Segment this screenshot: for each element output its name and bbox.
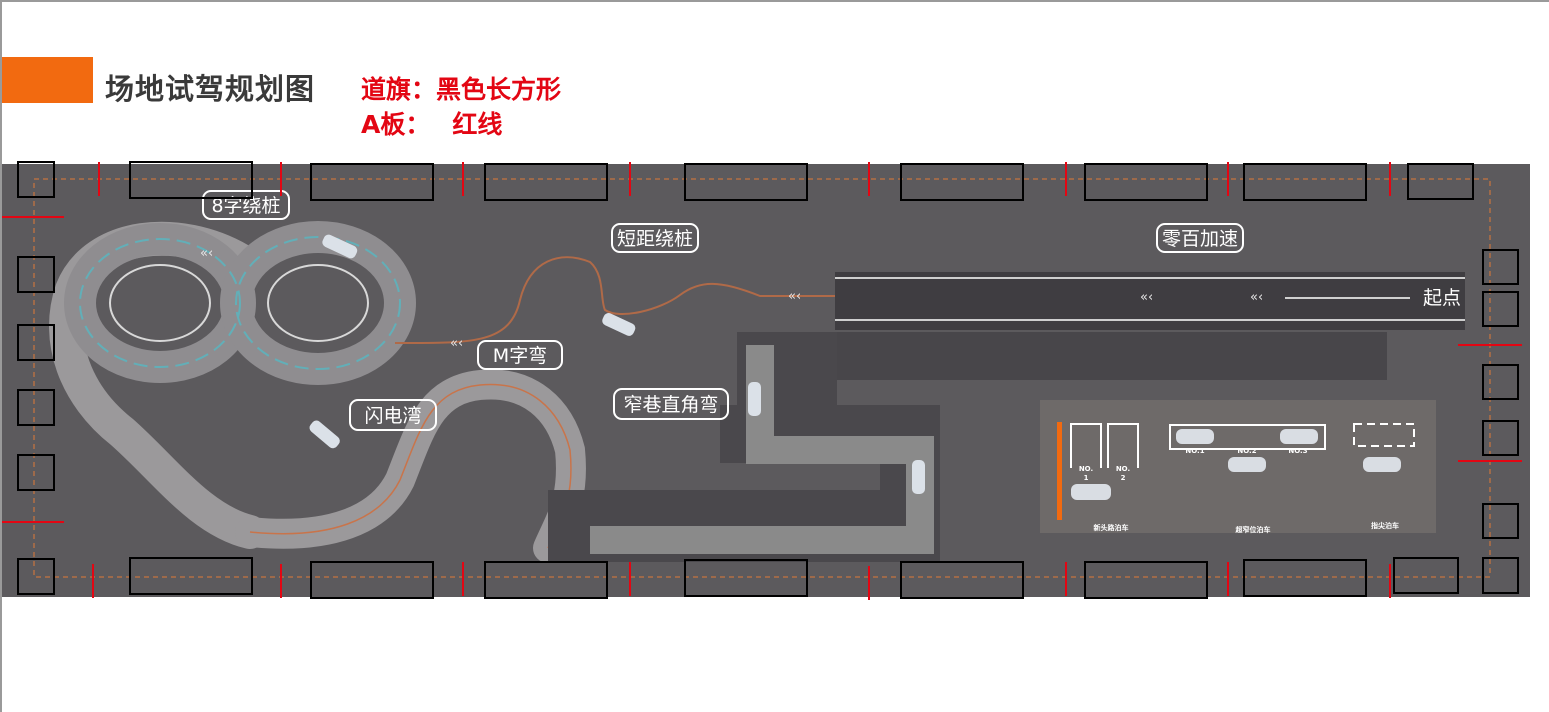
board-note-label: A板： <box>361 110 431 139</box>
figure8-loop-left-guide <box>79 238 241 368</box>
road-flag-marker <box>1482 291 1519 327</box>
road-flag-marker <box>684 163 808 201</box>
car-icon <box>322 234 358 259</box>
car-icon <box>1228 457 1266 472</box>
car-icon <box>1071 484 1111 500</box>
road-flag-marker <box>1393 557 1459 594</box>
road-flag-marker <box>684 559 808 597</box>
zone-label-lightning: 闪电湾 <box>364 405 421 427</box>
figure8-pylon-right <box>267 264 369 342</box>
road-flag-marker <box>129 161 253 199</box>
road-flag-marker <box>1243 559 1367 597</box>
alley-lane <box>590 345 934 554</box>
car-icon <box>1363 457 1401 472</box>
flag-note-value: 黑色长方形 <box>436 75 562 104</box>
zone-tag-frame <box>477 340 563 370</box>
road-flag-marker <box>1482 557 1519 594</box>
car-icon <box>1176 429 1214 444</box>
parking-spot-no2-label-a: NO. <box>1116 465 1130 473</box>
road-flag-marker <box>900 561 1024 599</box>
road-flag-marker <box>129 557 253 595</box>
parking-head-in-label: 新头路泊车 <box>1094 523 1129 532</box>
board-note-value: 红线 <box>452 110 503 139</box>
direction-arrow-icon: «‹ <box>450 336 463 351</box>
road-flag-marker <box>17 558 55 595</box>
parking-spot-no2-label-b: 2 <box>1121 474 1126 482</box>
parking-spot-no2 <box>1107 423 1139 468</box>
parking-bay-no1-label: NO.1 <box>1185 447 1204 455</box>
flag-note: 道旗：黑色长方形 <box>361 70 561 106</box>
parking-stopline <box>1057 422 1062 520</box>
zone-label-narrow-alley: 窄巷直角弯 <box>623 394 718 416</box>
m-curve-path <box>394 256 835 345</box>
road-flag-marker <box>17 454 55 491</box>
zone-tag-frame <box>1156 223 1244 253</box>
road-flag-marker <box>484 163 608 201</box>
zone-tag-frame <box>613 388 729 420</box>
figure8-pylon-left <box>109 264 211 342</box>
car-icon <box>748 382 761 416</box>
zone-label-short-slalom: 短距绕桩 <box>617 228 693 250</box>
road-flag-marker <box>1482 503 1519 539</box>
road-flag-marker <box>900 163 1024 201</box>
page-left-border <box>0 0 2 712</box>
zone-tag-frame <box>349 399 437 431</box>
road-flag-marker <box>17 161 55 198</box>
figure8-course <box>49 221 416 549</box>
direction-arrow-icon: «‹ <box>200 246 213 261</box>
road-flag-marker <box>310 561 434 599</box>
parking-spot-no1-label-b: 1 <box>1084 474 1089 482</box>
road-flag-marker <box>17 389 55 426</box>
road-flag-marker <box>17 256 55 293</box>
super-narrow-bay-frame <box>1169 424 1326 450</box>
road-flag-marker <box>1482 249 1519 285</box>
road-flag-marker <box>1482 364 1519 400</box>
road-flag-marker <box>1407 163 1474 200</box>
car-icon <box>309 420 340 449</box>
car-icon <box>912 460 925 494</box>
road-flag-marker <box>484 561 608 599</box>
page-title: 场地试驾规划图 <box>105 72 316 106</box>
fingertip-bay-frame <box>1353 423 1415 447</box>
road-flag-marker <box>1084 163 1208 201</box>
car-icon <box>602 313 636 336</box>
direction-arrow-icon: «‹ <box>1140 290 1153 305</box>
zone-label-start: 起点 <box>1423 287 1461 309</box>
zone-label-m-curve: M字弯 <box>493 345 547 367</box>
zone-label-zero-hundred: 零百加速 <box>1162 228 1238 250</box>
lightning-curve-guide <box>249 383 572 549</box>
road-flag-marker <box>310 163 434 201</box>
flag-note-label: 道旗： <box>361 75 437 104</box>
direction-arrow-icon: «‹ <box>788 289 801 304</box>
direction-arrow-icon: «‹ <box>1250 290 1263 305</box>
parking-bay-no3-label: NO.3 <box>1288 447 1307 455</box>
parking-fingertip-label: 指尖泊车 <box>1371 521 1399 530</box>
parking-area <box>1040 400 1436 533</box>
road-flag-marker <box>1482 420 1519 456</box>
parking-super-narrow-label: 超窄位泊车 <box>1236 525 1271 534</box>
alley-strip-top <box>737 332 1387 380</box>
parking-spot-no1-label-a: NO. <box>1079 465 1093 473</box>
parking-bay-no2-label: NO.2 <box>1237 447 1256 455</box>
page-top-border <box>0 0 1549 2</box>
parking-spot-no1 <box>1070 423 1102 468</box>
zone-label-figure8: 8字绕桩 <box>211 195 280 217</box>
zone-tag-frame <box>611 223 699 253</box>
narrow-alley-course <box>548 332 1387 562</box>
car-icon <box>1280 429 1318 444</box>
title-accent-bar <box>2 57 93 103</box>
road-flag-marker <box>1084 561 1208 599</box>
board-note: A板： 红线 <box>361 105 502 141</box>
road-flag-marker <box>1243 163 1367 201</box>
road-flag-marker <box>17 324 55 361</box>
figure8-loop-right-guide <box>235 236 401 370</box>
zone-tag-frame <box>202 190 290 220</box>
